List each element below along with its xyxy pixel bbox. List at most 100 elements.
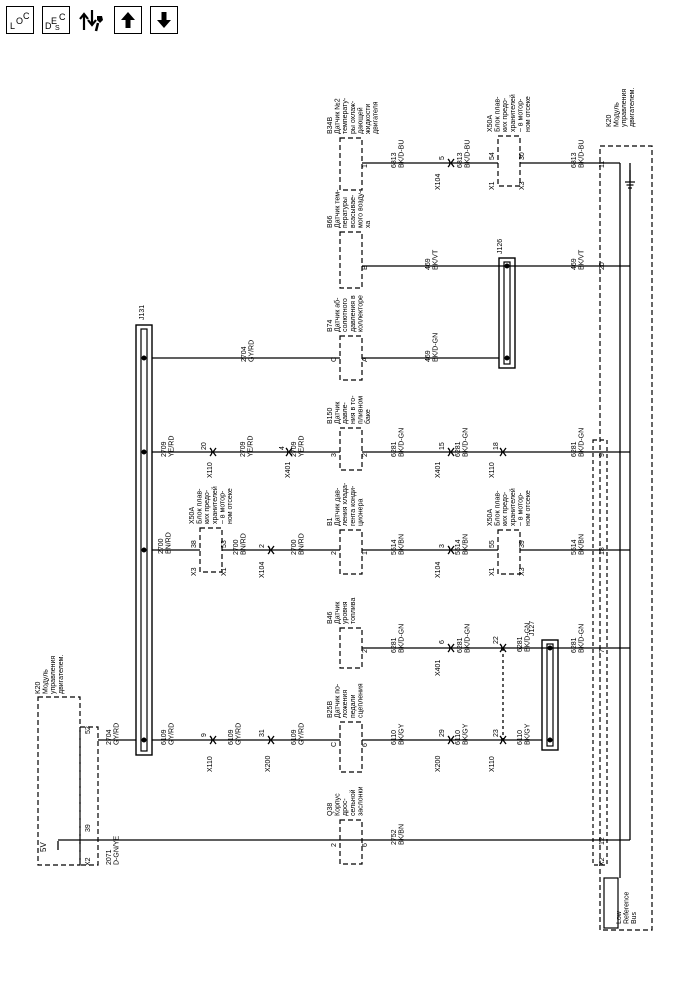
label-p54: 54 — [489, 152, 496, 160]
diagram-labels: K20Модульуправлениядвигателем.K20Модульу… — [35, 88, 638, 924]
label-p3-x104: 3 — [439, 544, 446, 548]
label-p30: 30 — [519, 152, 526, 160]
label-x2-a: X2 — [85, 857, 92, 866]
label-p11: 11 — [599, 161, 606, 168]
label-p12: 12 — [599, 837, 606, 845]
label-b74: B74Датчик аб-солютногодавления вколлекто… — [327, 295, 364, 332]
label-w6281-d: 6281BK/D-GN — [571, 624, 586, 653]
label-w2700a: 2700BN/RD — [158, 532, 173, 554]
label-w6109a: 6109GY/RD — [161, 723, 176, 745]
wires — [57, 162, 631, 878]
label-x50a-b: X50AБлок плав-ких предо-хранителей– в мо… — [487, 488, 532, 526]
label-pa-b74: A — [362, 357, 369, 362]
page-up-button[interactable] — [114, 6, 142, 34]
label-w6281-a: 6281BK/D-GN — [517, 623, 532, 652]
label-w2704a: 2704GY/RD — [106, 723, 121, 745]
label-p15: 15 — [439, 442, 446, 450]
toolbar: L O C D E S C — [6, 6, 178, 40]
label-w5514c: 5514BK/BN — [571, 534, 586, 555]
label-w6813c: 6813BK/D-BU — [571, 140, 586, 168]
label-pb-b66: B — [362, 265, 369, 270]
label-low-ref: LowReferenceBus — [616, 892, 638, 924]
desc-s: S — [55, 25, 60, 32]
desc-e: E — [51, 16, 57, 26]
label-pc-b25: C — [331, 742, 338, 747]
label-p6-q38: 6 — [362, 843, 369, 847]
j131-splice-inner — [140, 328, 148, 752]
k20-module-box-right — [599, 145, 653, 931]
label-k20-left: K20Модульуправлениядвигателем. — [35, 655, 65, 694]
splice-dots — [141, 263, 553, 743]
label-p20: 20 — [201, 442, 208, 450]
label-w6110c: 6110BK/GY — [517, 723, 532, 745]
label-w6813a: 6813BK/D-BU — [391, 140, 406, 168]
label-p38: 38 — [191, 540, 198, 548]
label-w6281-b: 6281BK/D-GN — [391, 624, 406, 653]
label-w6281-c: 6281BK/D-GN — [457, 624, 472, 653]
label-w5514b: 5514BK/BN — [455, 534, 470, 555]
label-p39: 39 — [85, 824, 92, 832]
label-x110-d: X110 — [489, 462, 496, 478]
arrows-tool-icon — [79, 10, 103, 32]
label-w469c: 469BK/VT — [571, 249, 586, 270]
label-x104-a: X104 — [259, 562, 266, 578]
label-w469b: 469BK/VT — [425, 249, 440, 270]
label-p6-x401: 6 — [439, 640, 446, 644]
b25b-sensor-box — [339, 721, 363, 773]
label-j127: J127 — [529, 621, 536, 636]
label-w2700b: 2700BN/RD — [233, 533, 248, 555]
label-w2704b: 2704GY/RD — [241, 340, 256, 362]
label-w469a: 469BK/D-GN — [425, 333, 440, 362]
b1-sensor-box — [339, 529, 363, 575]
b74-sensor-box — [339, 335, 363, 381]
label-q38: Q38Корпусдрос-сельнойзаслонки — [327, 786, 364, 816]
page-down-button[interactable] — [150, 6, 178, 34]
label-x401-a: X401 — [435, 660, 442, 676]
label-x110-c: X110 — [207, 462, 214, 478]
label-p2-b1: 2 — [331, 551, 338, 555]
label-p18: 18 — [599, 547, 606, 555]
desc-button[interactable]: D E S C — [42, 6, 70, 34]
label-x3-b: X3 — [519, 567, 526, 576]
label-b34b: B34BДатчик №2температу-ры охлаж-дающейжи… — [327, 97, 380, 134]
b46-sensor-box — [339, 627, 363, 669]
label-p2-b150: 2 — [362, 453, 369, 457]
x2-connector-right — [592, 439, 608, 866]
label-w6110b: 6110BK/GY — [455, 723, 470, 745]
label-p2-q38: 2 — [331, 843, 338, 847]
connector-pins — [209, 158, 507, 745]
label-x200-a: X200 — [265, 756, 272, 772]
label-p2-b46: 2 — [362, 649, 369, 653]
label-w2709a: 2709YE/RD — [161, 436, 176, 457]
label-p18b: 18 — [493, 442, 500, 450]
label-x1-a: X1 — [221, 567, 228, 576]
label-p23: 23 — [493, 729, 500, 737]
label-w2752: 2752BK/BN — [391, 824, 406, 845]
label-p1-b34: 1 — [362, 164, 369, 168]
b34b-sensor-box — [339, 137, 363, 191]
label-x104-b: X104 — [435, 562, 442, 578]
label-w6281-e: 6281BK/D-GN — [391, 428, 406, 457]
label-pc-b74: C — [331, 357, 338, 362]
label-j131: J131 — [139, 305, 146, 320]
loc-button[interactable]: L O C — [6, 6, 34, 34]
b66-sensor-box — [339, 231, 363, 289]
label-p6-b25: 6 — [362, 743, 369, 747]
label-p39b: 39 — [519, 540, 526, 548]
k20-module-box-left — [37, 696, 81, 866]
desc-icon: D E S C — [45, 12, 66, 32]
label-b150: B150Датчикдавле-ния в то-пливномбаке — [327, 395, 372, 424]
label-x200-b: X200 — [435, 756, 442, 772]
b150-sensor-box — [339, 427, 363, 471]
label-w2700c: 2700BN/RD — [291, 533, 306, 555]
arrow-down-icon — [157, 12, 171, 28]
label-b25b: B25BДатчик по-ложенияпедалисцепления — [327, 683, 364, 718]
label-five-v: 5V — [39, 842, 48, 852]
connector-swap-button[interactable] — [78, 6, 106, 34]
loc-c: C — [23, 11, 30, 21]
label-x110-b: X110 — [489, 756, 496, 772]
label-p9b: 9 — [599, 453, 606, 457]
label-p53: 53 — [221, 540, 228, 548]
loc-icon: L O C — [10, 11, 30, 31]
